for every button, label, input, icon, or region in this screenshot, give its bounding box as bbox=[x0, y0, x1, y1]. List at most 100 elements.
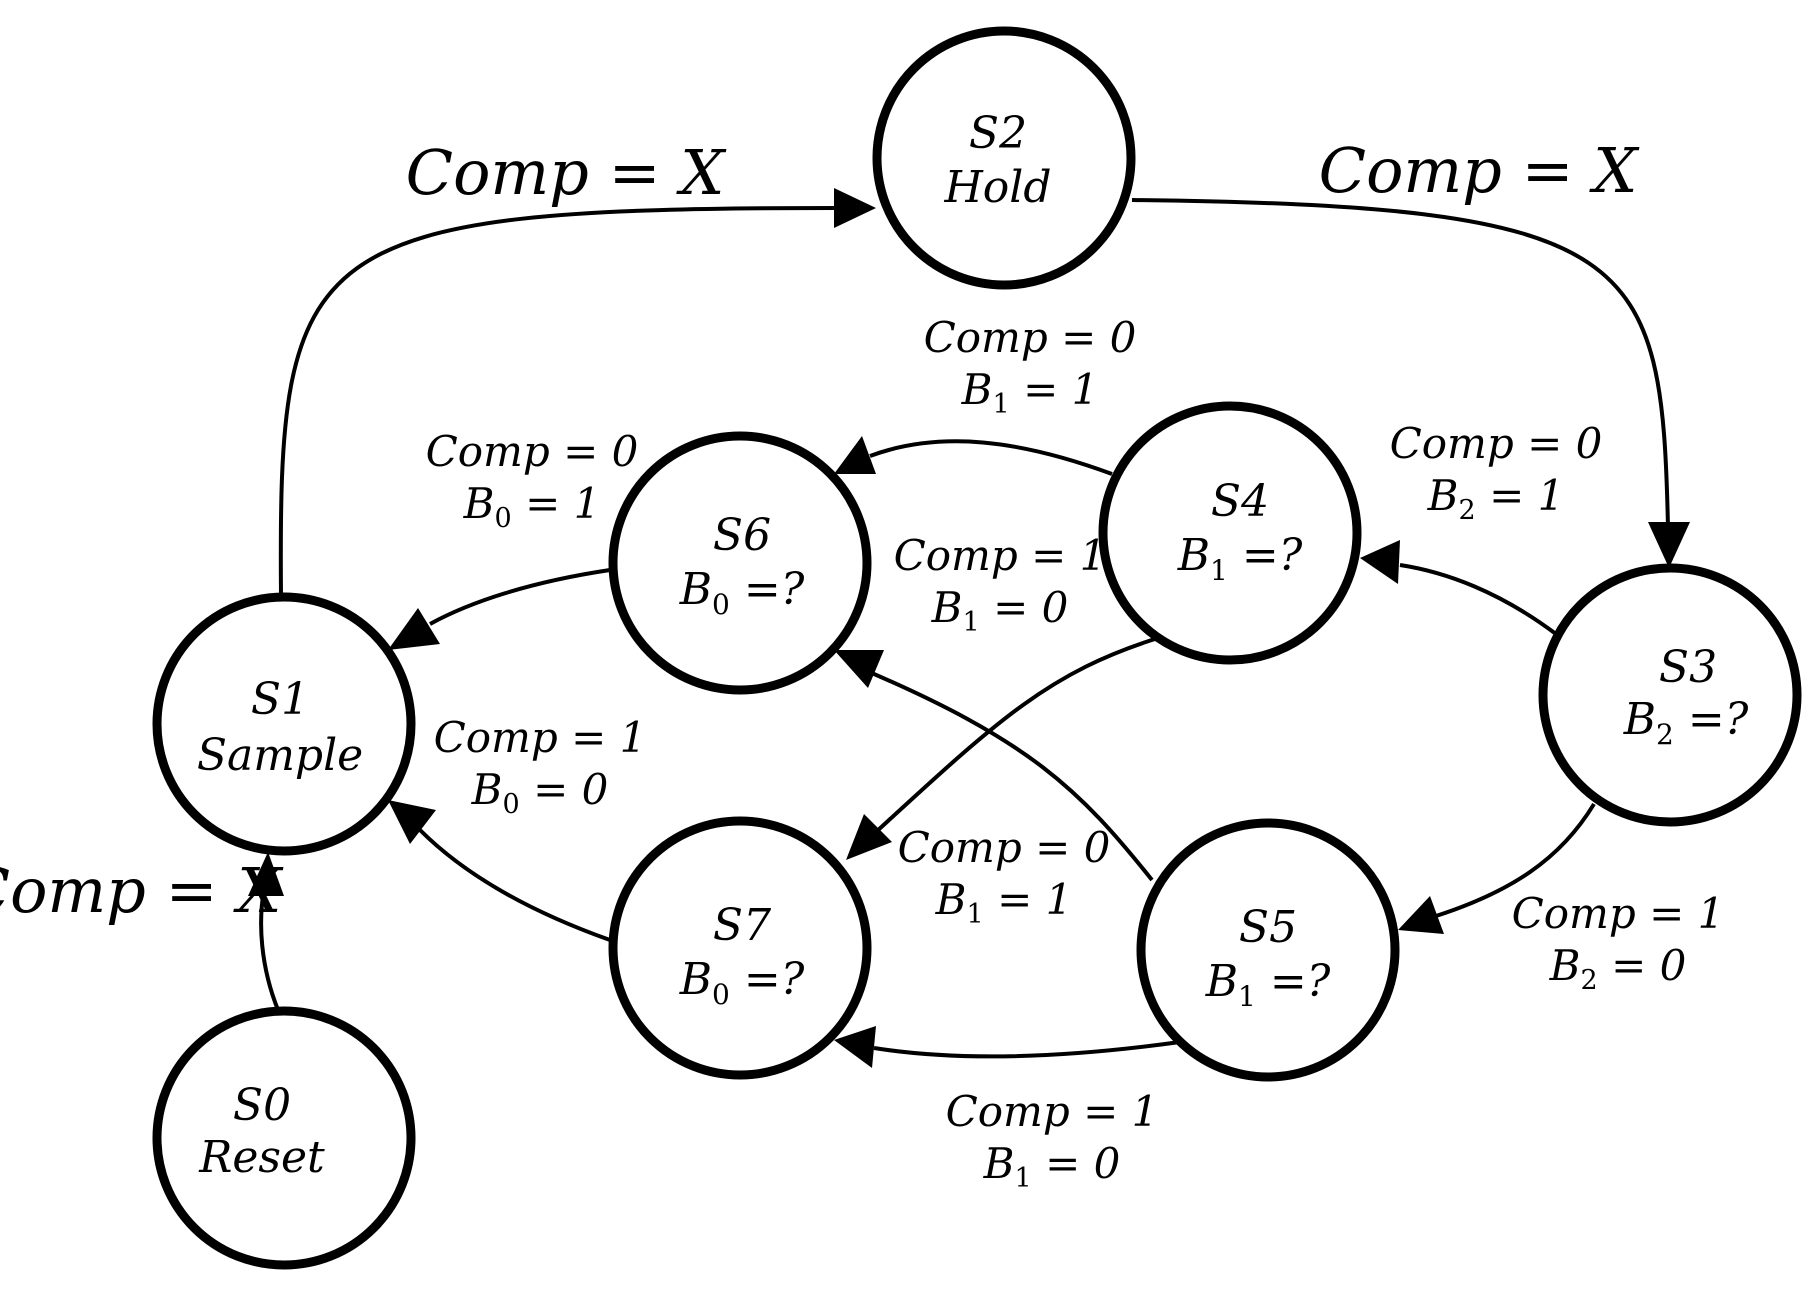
edge-s4-s6-arrowhead bbox=[834, 436, 876, 474]
state-s3-subscript: 2 bbox=[1656, 718, 1674, 751]
state-s3-subtitle: B2 =? bbox=[1623, 694, 1749, 751]
edge-s5-s7-arrowhead bbox=[834, 1026, 876, 1068]
edge-s4-s7 bbox=[874, 636, 1159, 834]
state-s4: S4 B1 =? bbox=[1098, 401, 1362, 665]
edge-s5-s6-arrowhead bbox=[834, 650, 884, 688]
label-s5-s7-value: = 0 bbox=[1032, 1139, 1121, 1188]
label-s3-s4-value: = 1 bbox=[1476, 471, 1565, 520]
state-s1: S1 Sample bbox=[152, 592, 416, 856]
label-s6-s1-subscript: 0 bbox=[495, 503, 512, 534]
state-s6-subtitle: B0 =? bbox=[679, 564, 805, 621]
label-s3-s4-condition: Comp = 0 bbox=[1390, 419, 1603, 468]
edge-s2-s3-arrowhead bbox=[1648, 522, 1690, 568]
label-s4-s7-condition: Comp = 1 bbox=[894, 531, 1107, 580]
label-s5-s7-subscript: 1 bbox=[1015, 1163, 1032, 1194]
state-s4-query: =? bbox=[1228, 530, 1303, 581]
label-s3-s5-condition: Comp = 1 bbox=[1512, 889, 1725, 938]
state-s3-query: =? bbox=[1674, 694, 1749, 745]
label-s5-s7-output: B1 = 0 bbox=[983, 1139, 1121, 1194]
state-s0-name: S0 bbox=[233, 1080, 291, 1131]
label-s4-s6-condition: Comp = 0 bbox=[924, 313, 1137, 362]
label-s4-s6-subscript: 1 bbox=[993, 389, 1010, 420]
state-s6-subscript: 0 bbox=[712, 588, 730, 621]
state-s5-subtitle: B1 =? bbox=[1205, 956, 1331, 1013]
edge-s3-s5-arrowhead bbox=[1398, 896, 1444, 934]
edge-s7-s1 bbox=[418, 828, 611, 942]
state-s0: S0 Reset bbox=[152, 1006, 416, 1270]
label-s5-s6-output: B1 = 1 bbox=[935, 875, 1073, 930]
state-s7: S7 B0 =? bbox=[608, 816, 872, 1080]
edge-s0-s1-arrowhead bbox=[248, 852, 284, 896]
state-s5: S5 B1 =? bbox=[1136, 818, 1400, 1082]
state-s2-name: S2 bbox=[969, 108, 1027, 159]
label-s7-s1-subscript: 0 bbox=[503, 789, 520, 820]
label-s3-s5-value: = 0 bbox=[1598, 941, 1687, 990]
edge-s6-s1-arrowhead bbox=[388, 608, 440, 650]
edge-s4-s7-arrowhead bbox=[846, 814, 892, 860]
label-s4-s6-value: = 1 bbox=[1010, 365, 1099, 414]
state-s7-query: =? bbox=[730, 954, 805, 1005]
label-s3-s4-output: B2 = 1 bbox=[1427, 471, 1565, 526]
label-s6-s1-output: B0 = 1 bbox=[463, 479, 601, 534]
edge-s4-s6 bbox=[869, 439, 1113, 476]
state-s2-subtitle: Hold bbox=[943, 162, 1051, 213]
state-s5-query: =? bbox=[1256, 956, 1331, 1007]
label-s4-s7-value: = 0 bbox=[980, 583, 1069, 632]
state-s2: S2 Hold bbox=[872, 26, 1136, 290]
state-s0-subtitle: Reset bbox=[198, 1132, 325, 1183]
state-s6-query: =? bbox=[730, 564, 805, 615]
state-s5-circle bbox=[1136, 818, 1400, 1082]
state-s7-circle bbox=[608, 816, 872, 1080]
label-s1-s2-condition: Comp = X bbox=[406, 136, 728, 209]
label-s3-s5-subscript: 2 bbox=[1581, 965, 1598, 996]
edges bbox=[248, 188, 1690, 1068]
state-s5-subscript: 1 bbox=[1238, 980, 1256, 1013]
state-s2-circle bbox=[872, 26, 1136, 290]
edge-s6-s1 bbox=[429, 568, 611, 626]
state-s4-subscript: 1 bbox=[1210, 554, 1228, 587]
label-s6-s1-value: = 1 bbox=[512, 479, 601, 528]
label-s2-s3-condition: Comp = X bbox=[1319, 134, 1641, 207]
edge-s1-s2-arrowhead bbox=[834, 188, 876, 228]
label-s4-s6-output: B1 = 1 bbox=[961, 365, 1099, 420]
label-s3-s4-subscript: 2 bbox=[1459, 495, 1476, 526]
label-s7-s1-condition: Comp = 1 bbox=[434, 713, 647, 762]
state-s1-name: S1 bbox=[251, 674, 309, 725]
state-s5-name: S5 bbox=[1239, 902, 1297, 953]
label-s5-s6-value: = 1 bbox=[984, 875, 1073, 924]
state-s6-circle bbox=[608, 431, 872, 695]
states: S0 Reset S1 Sample S2 Hold S3 B2 =? S4 B… bbox=[152, 26, 1802, 1270]
state-s6-name: S6 bbox=[713, 510, 771, 561]
state-s1-subtitle: Sample bbox=[197, 730, 363, 781]
edge-s5-s7 bbox=[873, 1040, 1181, 1059]
label-s7-s1-output: B0 = 0 bbox=[471, 765, 609, 820]
state-s1-circle bbox=[152, 592, 416, 856]
edge-s3-s5 bbox=[1435, 802, 1596, 918]
state-s3: S3 B2 =? bbox=[1538, 563, 1802, 827]
label-s5-s6-subscript: 1 bbox=[967, 899, 984, 930]
state-s3-name: S3 bbox=[1659, 642, 1717, 693]
label-s4-s7-subscript: 1 bbox=[963, 607, 980, 638]
label-s0-s1-condition: Comp = X bbox=[0, 854, 284, 927]
state-s3-circle bbox=[1538, 563, 1802, 827]
edge-s5-s6 bbox=[859, 666, 1154, 882]
state-s7-subtitle: B0 =? bbox=[679, 954, 805, 1011]
label-s6-s1-condition: Comp = 0 bbox=[426, 427, 639, 476]
edge-s3-s4-arrowhead bbox=[1360, 540, 1400, 584]
edge-s2-s3 bbox=[1131, 198, 1670, 529]
label-s5-s6-condition: Comp = 0 bbox=[898, 823, 1111, 872]
edge-s7-s1-arrowhead bbox=[388, 800, 436, 844]
label-s3-s5-output: B2 = 0 bbox=[1549, 941, 1687, 996]
edge-s1-s2 bbox=[278, 206, 839, 597]
state-s4-name: S4 bbox=[1211, 476, 1269, 527]
label-s4-s7-output: B1 = 0 bbox=[931, 583, 1069, 638]
state-s7-name: S7 bbox=[713, 900, 771, 951]
label-s7-s1-value: = 0 bbox=[520, 765, 609, 814]
state-s6: S6 B0 =? bbox=[608, 431, 872, 695]
transition-labels: Comp = X Comp = X Comp = X Comp = 0 B2 =… bbox=[0, 134, 1724, 1194]
state-s4-subtitle: B1 =? bbox=[1177, 530, 1303, 587]
state-s4-circle bbox=[1098, 401, 1362, 665]
state-s7-subscript: 0 bbox=[712, 978, 730, 1011]
edge-s3-s4 bbox=[1399, 563, 1558, 636]
